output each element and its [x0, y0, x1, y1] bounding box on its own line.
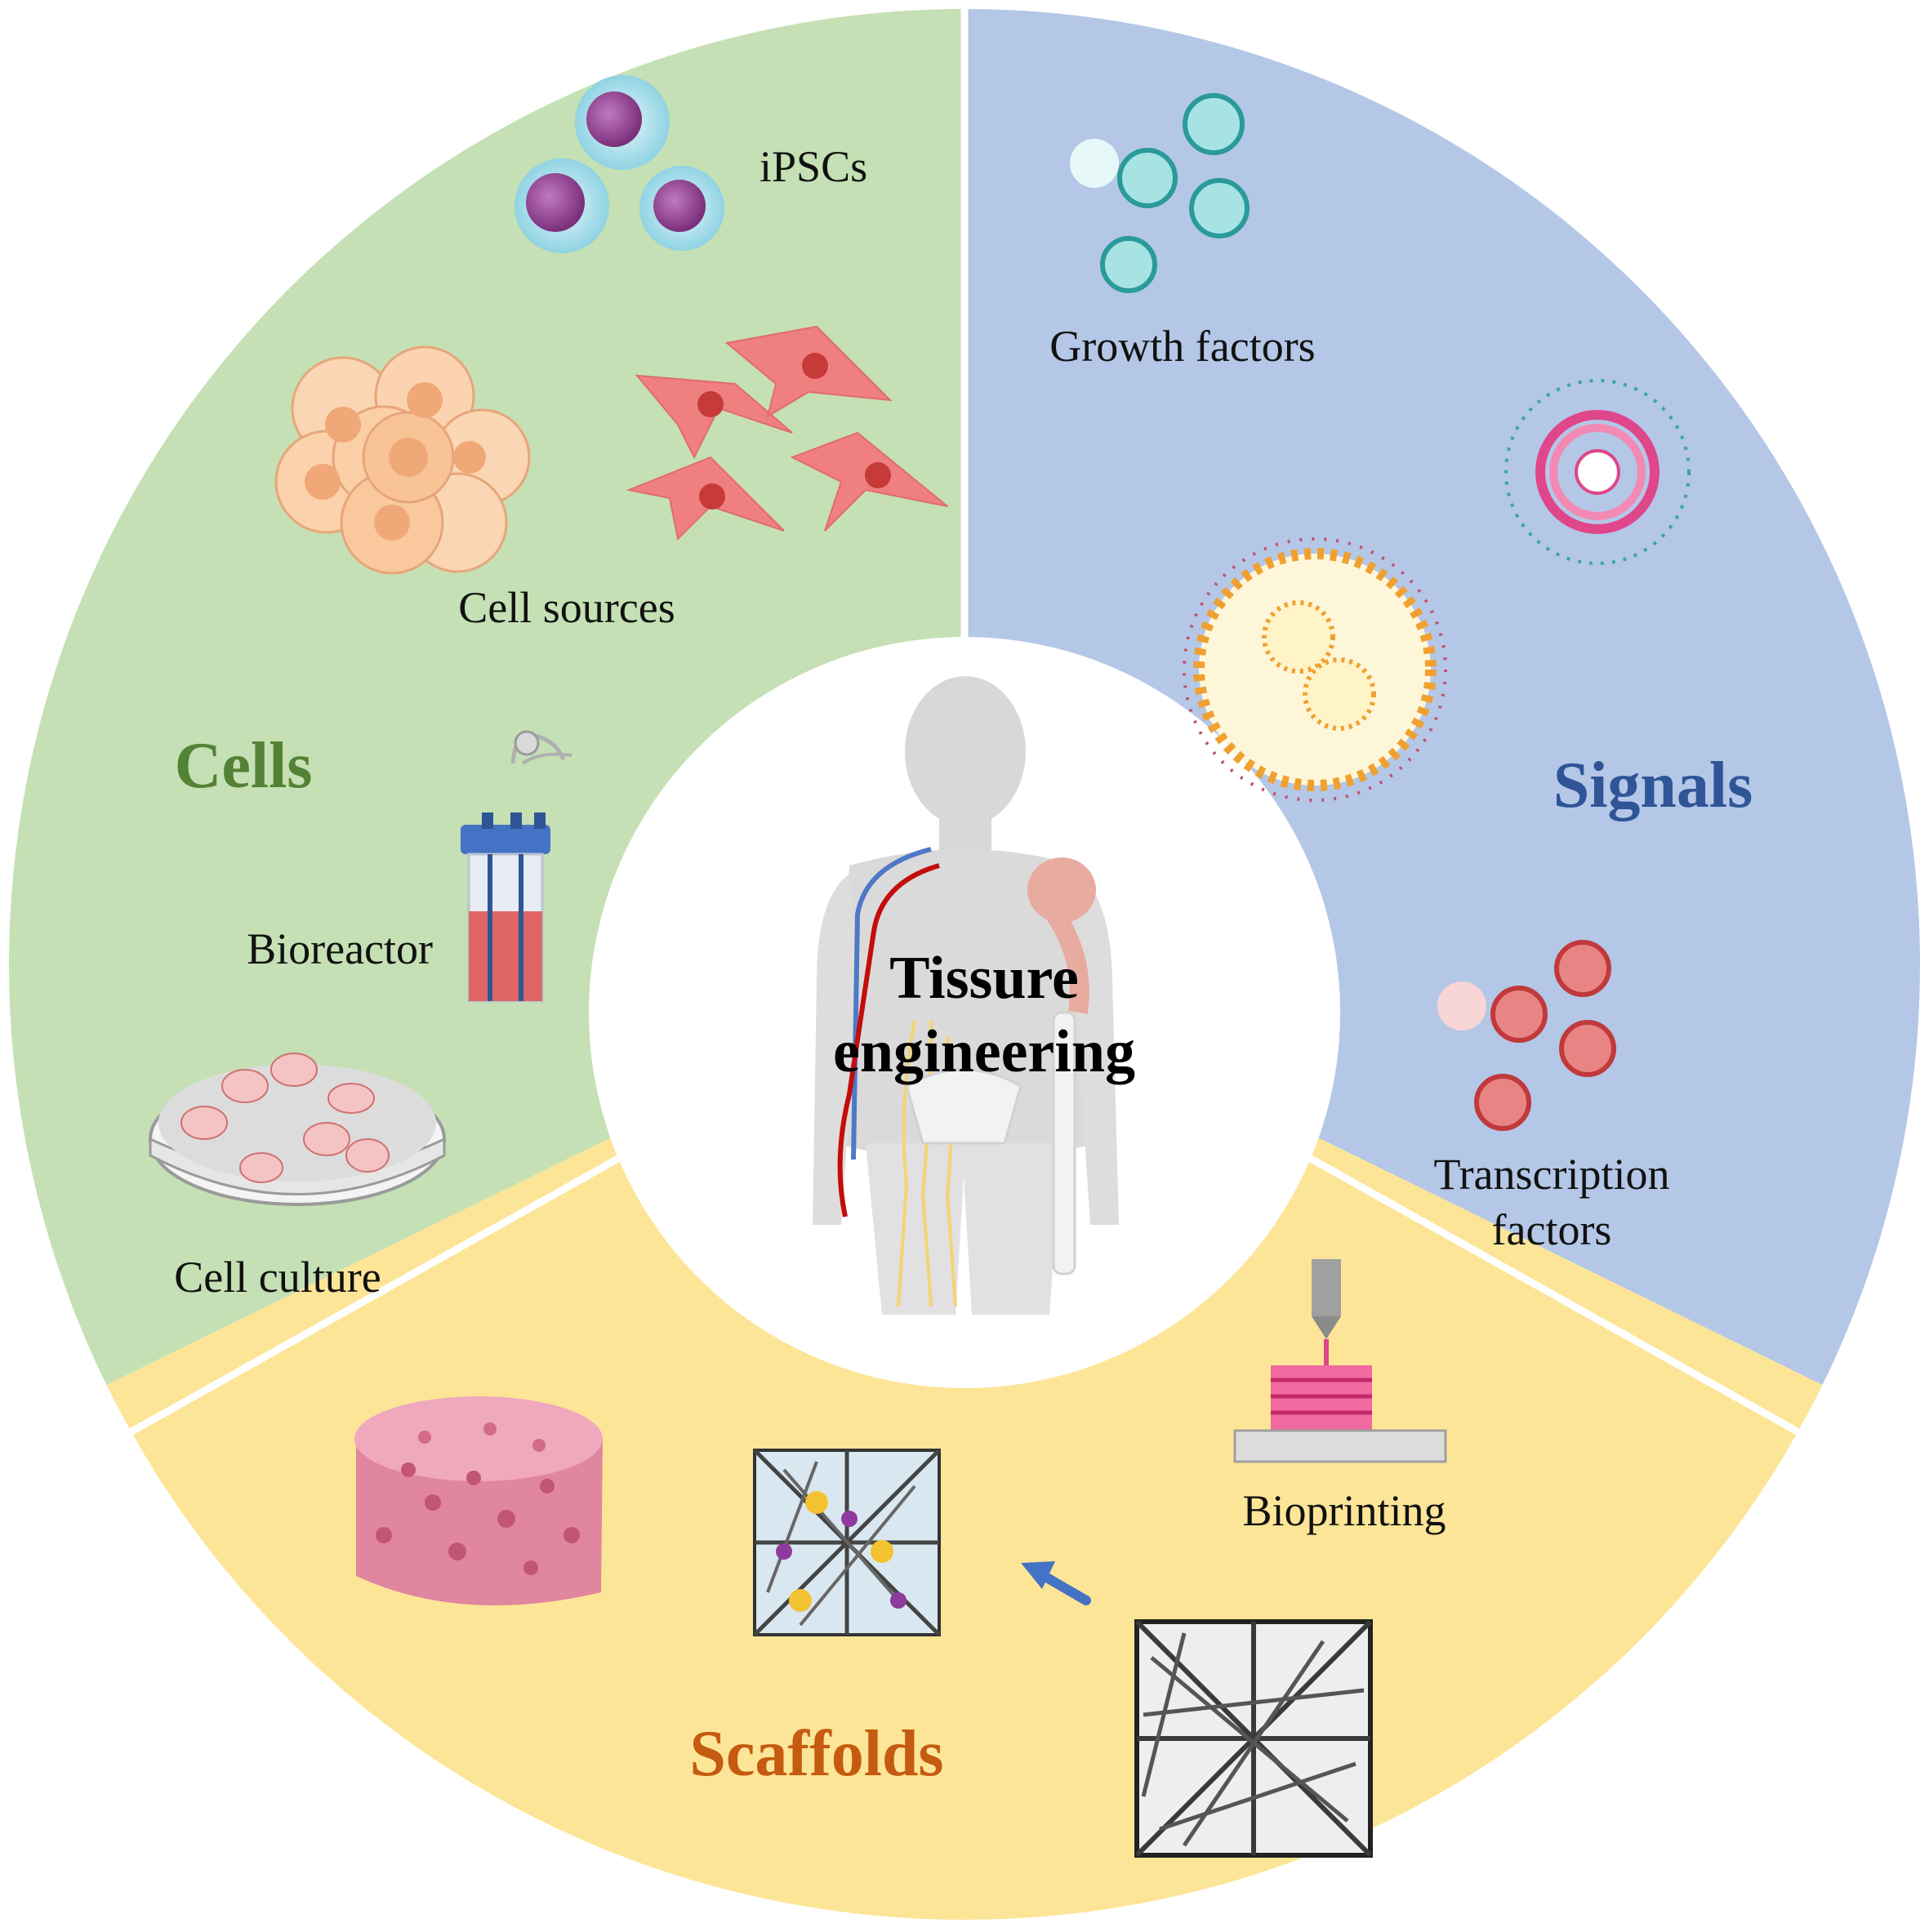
human-body-icon	[813, 676, 1119, 1315]
transcription-label-line2: factors	[1492, 1205, 1612, 1254]
fibroblast-cells-icon	[626, 325, 948, 541]
bioreactor-icon	[461, 730, 572, 1003]
cells-title: Cells	[175, 730, 313, 802]
ipscs-label: iPSCs	[760, 142, 867, 191]
ipsc-cells-icon	[515, 75, 724, 253]
scaffolds-title: Scaffolds	[689, 1718, 943, 1790]
bioreactor-label: Bioreactor	[247, 924, 433, 973]
micelle-icon	[1504, 379, 1691, 565]
cell-cluster-icon	[274, 345, 531, 575]
transcription-label-line1: Transcription	[1433, 1150, 1669, 1199]
cell-seeded-scaffold-icon	[753, 1449, 941, 1636]
arrow-icon	[1021, 1561, 1091, 1605]
fibrous-scaffold-icon	[1134, 1619, 1373, 1858]
porous-sponge-scaffold-icon	[354, 1396, 603, 1605]
liposome-icon	[1183, 537, 1447, 802]
cell-sources-label: Cell sources	[458, 583, 675, 632]
signals-title: Signals	[1553, 750, 1753, 821]
center-title-line1: Tissure	[889, 945, 1079, 1012]
growth-factors-label: Growth factors	[1049, 322, 1315, 371]
transcription-factor-spheres-icon	[1437, 940, 1616, 1131]
scaffolds-sector	[9, 964, 1920, 1920]
bioprinting-label: Bioprinting	[1242, 1486, 1446, 1535]
center-title-line2: engineering	[833, 1018, 1135, 1085]
bioprinter-icon	[1233, 1259, 1447, 1463]
petri-dish-icon	[149, 1053, 446, 1206]
growth-factor-spheres-icon	[1070, 93, 1250, 293]
cell-culture-label: Cell culture	[174, 1253, 381, 1302]
